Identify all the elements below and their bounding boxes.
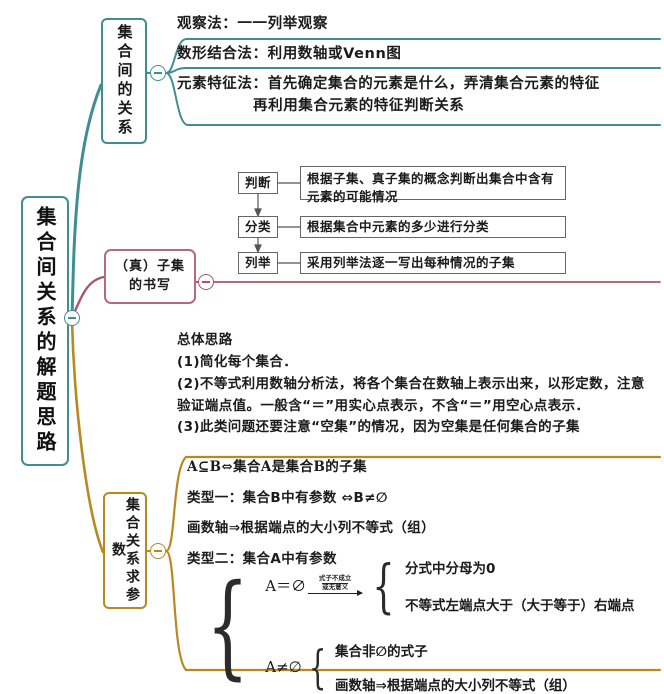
- param-case-empty-lhs: A＝∅: [265, 577, 307, 595]
- underline-relations-item-2: [165, 67, 661, 74]
- flow-step-enumerate: 列举: [238, 252, 278, 274]
- param-case-nonempty-lhs: A≠∅: [265, 658, 302, 676]
- connector-root-to-param: [70, 318, 105, 554]
- root-node-label: 集合间关系的解题思路: [33, 206, 57, 456]
- toggle-param-collapse[interactable]: [150, 543, 166, 559]
- toggle-relations-collapse[interactable]: [150, 65, 166, 81]
- param-case-system: { A＝∅ 式子不成立 或无意义 { 分式中分母为0 不等式左端点大于（大于等于…: [206, 551, 635, 694]
- flow-detail-judge: 根据子集、真子集的概念判断出集合中含有元素的可能情况: [300, 166, 566, 204]
- param-case-empty: A＝∅ 式子不成立 或无意义 { 分式中分母为0 不等式左端点大于（大于等于）右…: [265, 551, 635, 620]
- overall-strategy-line-3: (3)此类问题还要注意“空集”的情况，因为空集是任何集合的子集: [177, 419, 580, 436]
- minus-icon: [154, 550, 162, 552]
- arrow-annotation-bottom: 或无意义: [322, 582, 349, 592]
- branch-node-param-label: 集合关系求参数: [110, 496, 140, 605]
- flow-connectors: [278, 182, 300, 264]
- param-math-block: A⊆B⇔集合A是集合B的子集 类型一：集合B中有参数 ⇔B≠∅ 画数轴⇒根据端点…: [187, 459, 657, 581]
- param-case-nonempty-result-1: 集合非∅的式子: [335, 644, 428, 660]
- minus-icon: [68, 317, 76, 319]
- param-line-1: A⊆B⇔集合A是集合B的子集: [187, 459, 367, 475]
- minus-icon: [154, 72, 162, 74]
- minus-icon: [202, 281, 210, 283]
- right-arrow-icon: 式子不成立 或无意义: [308, 574, 364, 596]
- flow-detail-enumerate: 采用列举法逐一写出每种情况的子集: [300, 252, 566, 274]
- flow-step-classify: 分类: [238, 216, 278, 238]
- branch-node-relations-label: 集合间的关系: [115, 24, 134, 138]
- overall-strategy-title: 总体思路: [177, 332, 233, 348]
- overall-strategy-line-1: (1)简化每个集合．: [177, 353, 298, 370]
- toggle-subset-collapse[interactable]: [198, 274, 214, 290]
- arrow-shaft: [308, 589, 364, 596]
- relations-item-2: 数形结合法：利用数轴或Venn图: [177, 46, 402, 62]
- param-case-nonempty: A≠∅ { 集合非∅的式子 画数轴⇒根据端点的大小列不等式（组）: [265, 640, 576, 694]
- relations-item-3-line2: 再利用集合元素的特征判断关系: [253, 97, 465, 114]
- branch-node-param[interactable]: 集合关系求参数: [103, 492, 147, 609]
- branch-node-subset[interactable]: （真）子集的书写: [104, 249, 196, 304]
- param-line-3: 画数轴⇒根据端点的大小列不等式（组）: [187, 520, 436, 537]
- overall-strategy-line-2: (2)不等式利用数轴分析法，将各个集合在数轴上表示出来，以形定数，注意验证端点值…: [177, 375, 645, 414]
- relations-item-3: 元素特征法：首先确定集合的元素是什么，弄清集合元素的特征 再利用集合元素的特征判…: [177, 74, 659, 118]
- relations-item-1: 观察法：一一列举观察: [177, 16, 328, 32]
- param-line-2: 类型一：集合B中有参数 ⇔B≠∅: [187, 489, 388, 506]
- branch-node-subset-label: （真）子集的书写: [114, 258, 185, 293]
- root-node[interactable]: 集合间关系的解题思路: [21, 196, 69, 466]
- param-case-empty-result-1: 分式中分母为0: [405, 561, 496, 577]
- flow-detail-classify: 根据集合中元素的多少进行分类: [300, 216, 566, 238]
- param-line-4: 类型二：集合A中有参数: [187, 550, 337, 567]
- flow-step-judge: 判断: [238, 172, 278, 194]
- connector-root-to-relations: [70, 83, 103, 320]
- param-case-empty-result-2: 不等式左端点大于（大于等于）右端点: [405, 598, 635, 614]
- branch-node-relations[interactable]: 集合间的关系: [101, 18, 147, 144]
- param-case-nonempty-result-2: 画数轴⇒根据端点的大小列不等式（组）: [335, 678, 576, 694]
- relations-item-3-line1: 元素特征法：首先确定集合的元素是什么，弄清集合元素的特征: [177, 76, 600, 92]
- toggle-root-collapse[interactable]: [64, 310, 80, 326]
- overall-strategy-block: 总体思路 (1)简化每个集合． (2)不等式利用数轴分析法，将各个集合在数轴上表…: [177, 330, 657, 439]
- arrow-annotation-top: 式子不成立: [318, 574, 352, 583]
